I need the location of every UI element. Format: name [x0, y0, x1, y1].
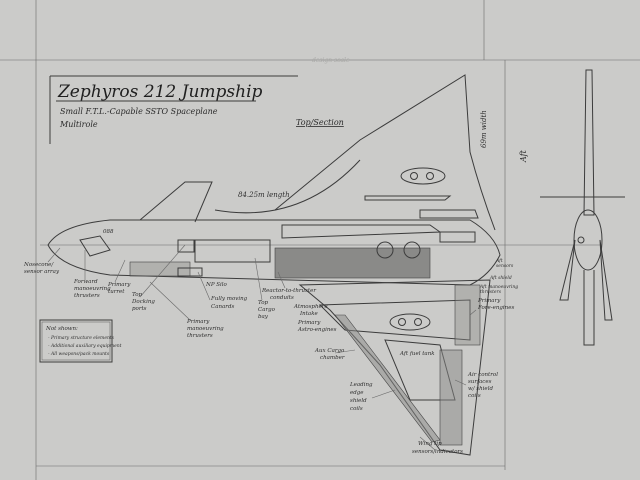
callout-nosecone: Nosecone/sensor array — [23, 262, 60, 275]
callout-aft-fuel-tank: Aft fuel tank — [399, 351, 435, 357]
ship-aft-view: Aft — [519, 69, 625, 346]
note-item: - Additional auxiliary equipment — [48, 343, 122, 349]
width-dimension: 69m width — [480, 110, 488, 148]
note-item: - All weapons/pack mounts — [48, 351, 110, 357]
aft-view-label: Aft — [519, 149, 528, 163]
subtitle: Small F.T.L.-Capable SSTO Spaceplane — [60, 107, 218, 116]
role-label: Multirole — [59, 120, 98, 129]
hull-marking: 088 — [103, 229, 114, 235]
not-shown-note: Not shown: - Primary structure elements … — [39, 319, 122, 363]
title-block: Zephyros 212 Jumpship Small F.T.L.-Capab… — [49, 75, 344, 144]
length-dimension: 84.25m length — [238, 191, 290, 199]
callout-np-silo: NP Silo — [205, 282, 228, 288]
faint-note: design scale — [312, 57, 350, 64]
page-title: Zephyros 212 Jumpship — [57, 82, 263, 102]
view-label: Top/Section — [296, 118, 344, 127]
callout-aft-shield: Aft shield — [489, 275, 512, 281]
note-item: - Primary structure elements — [48, 335, 115, 341]
note-heading: Not shown: — [45, 326, 78, 332]
ship-top-view: 088 — [47, 74, 501, 456]
